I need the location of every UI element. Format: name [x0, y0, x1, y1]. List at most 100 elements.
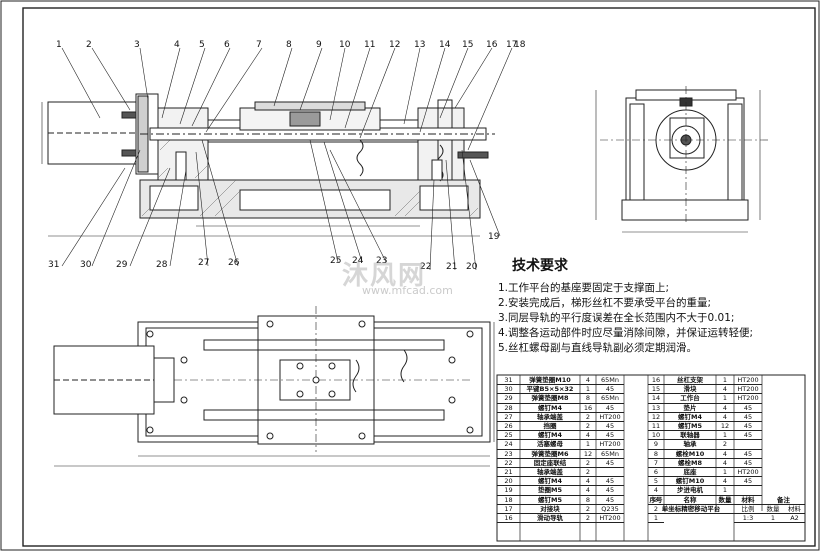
bom-no: 28	[497, 404, 520, 413]
title-qty-label: 数量	[762, 505, 784, 514]
bom-qty-right: 4	[716, 477, 734, 487]
balloon-6: 6	[224, 40, 230, 50]
bom-name-right: 垫片	[664, 404, 716, 413]
bom-material-right: 45	[734, 404, 762, 413]
bom-qty-right: 12	[716, 422, 734, 432]
balloon-2: 2	[86, 40, 92, 50]
bom-no-right: 14	[648, 394, 664, 404]
bom-name: 弹簧垫圈M8	[520, 394, 580, 404]
bom-material-right	[734, 486, 762, 496]
bom-material: 45	[596, 477, 624, 487]
bom-no: 21	[497, 468, 520, 478]
bom-header-0: 序号	[648, 495, 664, 505]
bom-material: 65Mn	[596, 394, 624, 404]
bom-no: 17	[497, 505, 520, 514]
bom-no: 30	[497, 385, 520, 395]
bom-material: HT200	[596, 413, 624, 422]
bom-qty-right: 2	[716, 440, 734, 450]
bom-name: 弹簧垫圈M6	[520, 450, 580, 459]
bom-name-right: 步进电机	[664, 486, 716, 496]
bom-qty-right: 4	[716, 459, 734, 468]
bom-name: 垫圈M5	[520, 486, 580, 496]
title-scale-label: 比例	[734, 505, 762, 514]
bom-name: 固定座联结	[520, 459, 580, 468]
top-leaders	[61, 47, 513, 151]
bom-qty-right: 1	[716, 394, 734, 404]
bom-name: 滑动导轨	[520, 514, 580, 524]
bom-qty-right: 4	[716, 450, 734, 459]
balloon-11: 11	[364, 40, 376, 50]
plan-view	[53, 306, 495, 467]
balloon-10: 10	[339, 40, 351, 50]
tech-note-5: 5.丝杠螺母副与直线导轨副必须定期润滑。	[498, 342, 698, 354]
balloon-3: 3	[134, 40, 140, 50]
bom-qty: 4	[580, 376, 596, 386]
bom-name: 轴承端盖	[520, 468, 580, 478]
bom-material-right: HT200	[734, 394, 762, 404]
bom-header-4: 备注	[762, 496, 805, 505]
balloon-1: 1	[56, 40, 62, 50]
bom-material: 65Mn	[596, 376, 624, 386]
bom-no-right: 12	[648, 413, 664, 422]
bom-qty: 8	[580, 496, 596, 505]
bom-no: 16	[497, 514, 520, 524]
bom-material-right: 45	[734, 450, 762, 459]
bom-material	[596, 468, 624, 478]
bom-qty: 8	[580, 394, 596, 404]
bom-material-right: HT200	[734, 468, 762, 478]
bom-material-right: 45	[734, 413, 762, 422]
bom-material-right: 45	[734, 459, 762, 468]
bom-no-right: 5	[648, 477, 664, 487]
balloon-9: 9	[316, 40, 322, 50]
bom-no-right: 4	[648, 486, 664, 496]
bom-header-2: 数量	[716, 496, 734, 505]
bom-name: 挡圈	[520, 422, 580, 432]
bom-qty-right: 4	[716, 413, 734, 422]
tech-note-1: 1.工作平台的基座要固定于支撑面上;	[498, 282, 670, 294]
bom-no: 29	[497, 394, 520, 404]
bom-material-right: 45	[734, 431, 762, 441]
bom-material-right	[734, 440, 762, 450]
balloon-8: 8	[286, 40, 292, 50]
bom-no-right: 1	[648, 514, 664, 524]
bom-material-right: 45	[734, 477, 762, 487]
bom-material: Q235	[596, 505, 624, 514]
balloon-17: 17	[506, 40, 518, 50]
bom-qty: 2	[580, 459, 596, 468]
bom-qty-right: 4	[716, 385, 734, 395]
bom-name-right: 工作台	[664, 394, 716, 404]
bom-header-3: 材料	[734, 496, 762, 505]
balloon-20: 20	[466, 262, 478, 272]
bom-name: 弹簧垫圈M10	[520, 376, 580, 386]
balloon-25: 25	[330, 256, 342, 266]
bom-name-right: 螺栓M8	[664, 459, 716, 468]
bom-qty: 4	[580, 486, 596, 496]
balloon-5: 5	[199, 40, 205, 50]
bom-qty-right: 1	[716, 468, 734, 478]
title-scale: 1:3	[734, 514, 762, 524]
balloon-28: 28	[156, 260, 168, 270]
bom-name-right: 滑块	[664, 385, 716, 395]
front-section-view	[41, 93, 495, 237]
bom-no-right: 11	[648, 422, 664, 432]
side-base	[621, 199, 749, 221]
bom-qty: 2	[580, 422, 596, 432]
bom-no: 27	[497, 413, 520, 422]
bom-qty-right: 4	[716, 404, 734, 413]
bom-name: 螺钉M5	[520, 496, 580, 505]
bom-name-right: 螺栓M10	[664, 450, 716, 459]
balloon-24: 24	[352, 256, 364, 266]
bom-no-right: 7	[648, 459, 664, 468]
bom-name-right: 螺钉M10	[664, 477, 716, 487]
bom-no-right: 13	[648, 404, 664, 413]
balloon-23: 23	[376, 256, 388, 266]
bom-name-right: 联轴器	[664, 431, 716, 441]
bom-name: 轴承端盖	[520, 413, 580, 422]
balloon-29: 29	[116, 260, 128, 270]
bom-qty-right: 1	[716, 376, 734, 386]
bom-name: 螺钉M4	[520, 431, 580, 441]
bom-name: 平键B5×5×32	[520, 385, 580, 395]
bom-no: 18	[497, 496, 520, 505]
title-drawing-no: A2	[784, 514, 805, 524]
